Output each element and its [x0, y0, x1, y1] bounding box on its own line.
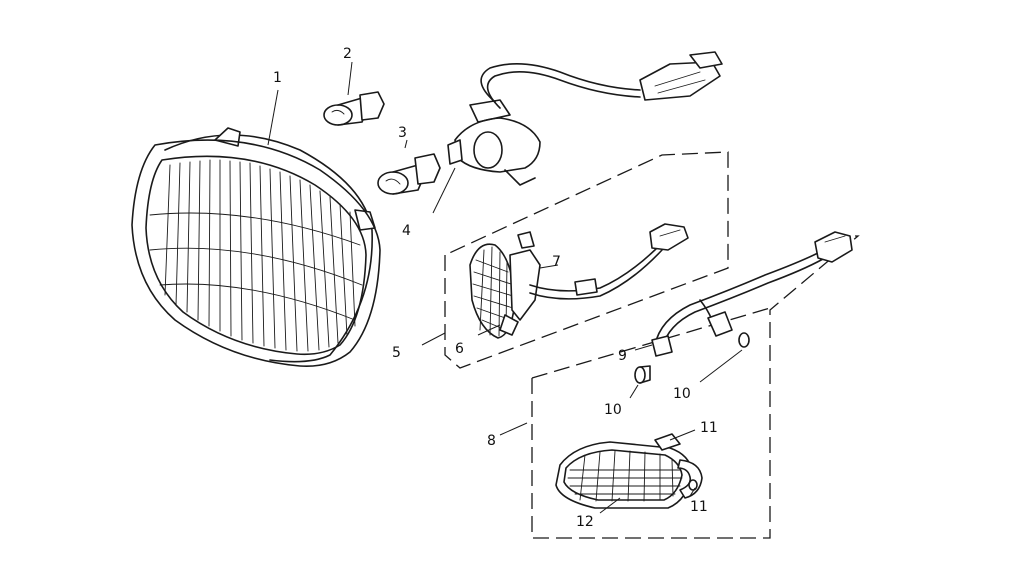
turn-signal-lens-12 — [555, 433, 703, 514]
bulb-10-left — [629, 365, 651, 399]
callout-5: 5 — [392, 345, 401, 361]
callout-11-bottom: 11 — [690, 499, 708, 515]
callout-11-top: 11 — [700, 420, 718, 436]
bulb-3 — [377, 139, 441, 195]
bulb-10-right — [699, 349, 743, 383]
leader-11-bottom — [689, 487, 696, 497]
headlight-assembly — [131, 89, 381, 368]
callout-3: 3 — [398, 125, 407, 141]
callout-10-right: 10 — [673, 386, 691, 402]
callout-10-left: 10 — [604, 402, 622, 418]
callout-labels: 1 2 3 4 5 6 7 8 9 10 10 11 11 12 — [273, 46, 718, 530]
group-5-outline — [421, 151, 729, 369]
callout-1: 1 — [273, 70, 282, 86]
callout-12: 12 — [576, 514, 594, 530]
callout-2: 2 — [343, 46, 352, 62]
callout-7: 7 — [552, 254, 561, 270]
leader-11-top — [669, 429, 696, 441]
group-8-outline — [499, 235, 860, 539]
lens-pattern — [149, 159, 363, 352]
callout-9: 9 — [618, 348, 627, 364]
bulb-2 — [323, 61, 385, 126]
callout-8: 8 — [487, 433, 496, 449]
socket-harness-4 — [432, 51, 723, 214]
callout-6: 6 — [455, 341, 464, 357]
side-lamp-6 — [469, 223, 689, 339]
callout-4: 4 — [402, 223, 411, 239]
harness-9 — [634, 231, 853, 357]
